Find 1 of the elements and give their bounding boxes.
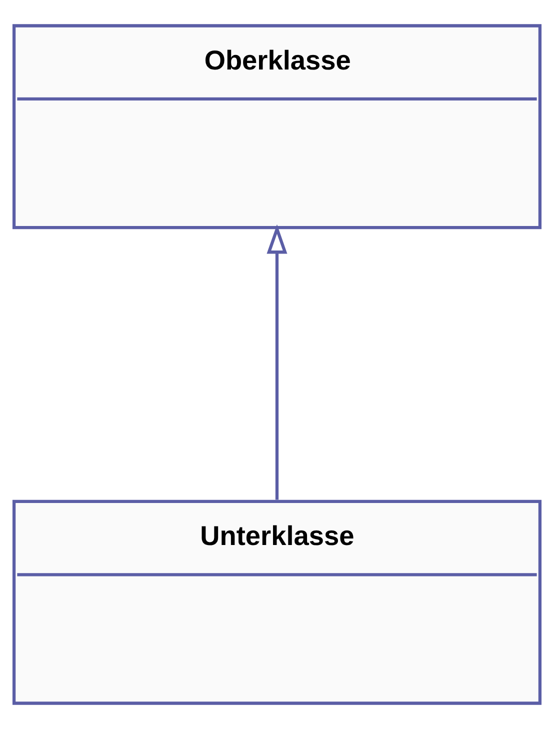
arrow [266, 224, 288, 500]
